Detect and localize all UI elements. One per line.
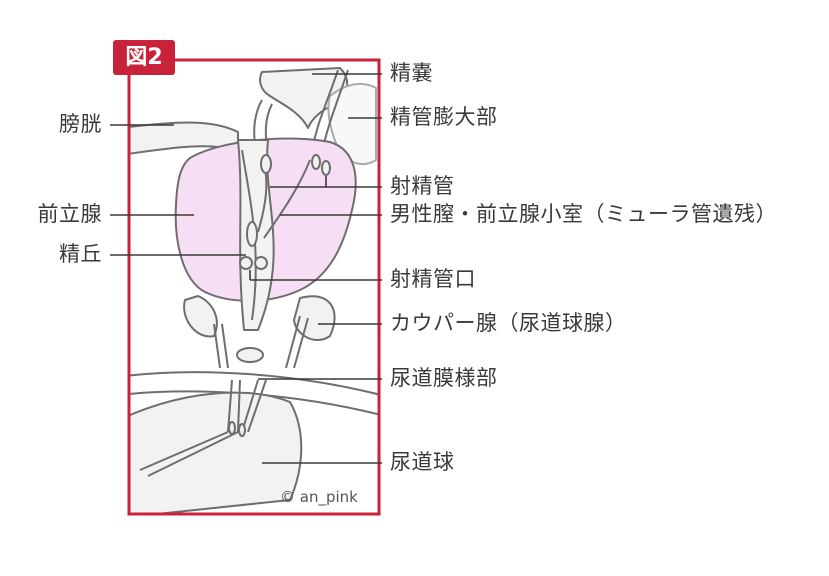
cowper-gland-left <box>183 295 218 338</box>
label-utricle: 男性膣・前立腺小室（ミューラ管遺残） <box>390 202 777 226</box>
colliculus-orifice-left <box>239 256 253 270</box>
bulb-shape <box>129 391 303 514</box>
leader-lines <box>110 73 382 464</box>
label-seminal-vesicle: 精嚢 <box>390 61 433 85</box>
label-ampulla: 精管膨大部 <box>390 105 498 129</box>
label-membranous-urethra: 尿道膜様部 <box>390 366 498 390</box>
colliculus-orifice-right <box>254 256 268 270</box>
ejaculatory-duct-right <box>263 159 311 239</box>
label-colliculus: 精丘 <box>59 242 102 266</box>
label-bladder: 膀胱 <box>59 112 102 136</box>
label-prostate: 前立腺 <box>37 202 102 226</box>
label-ejaculatory-orifice: 射精管口 <box>390 267 476 291</box>
utricle-shape <box>246 221 258 247</box>
label-bulb: 尿道球 <box>390 450 455 474</box>
anatomy-drawing <box>129 67 379 514</box>
membranous-urethra-ring <box>236 347 264 363</box>
figure-frame <box>127 58 381 516</box>
figure-badge: 図2 <box>113 40 175 75</box>
copyright-credit: © an_pink <box>280 488 358 506</box>
label-cowper-gland: カウパー腺（尿道球腺） <box>390 311 627 335</box>
label-ejaculatory-duct: 射精管 <box>390 174 455 198</box>
